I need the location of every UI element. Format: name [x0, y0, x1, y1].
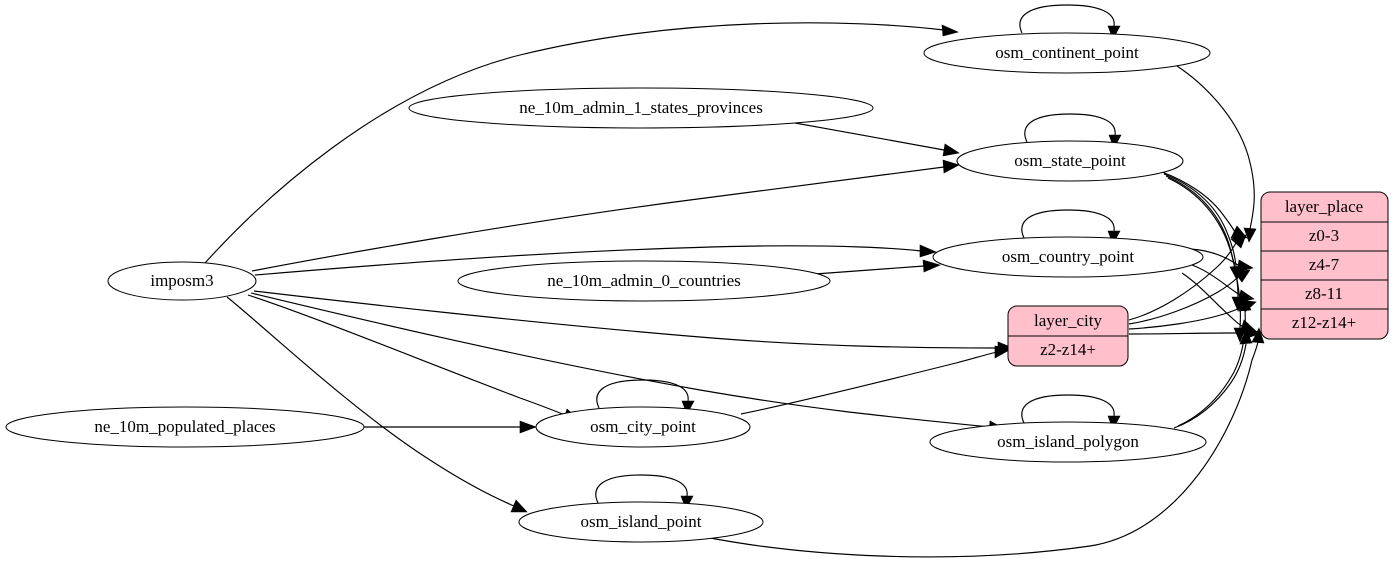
edge-osm_continent_point-to-layer_place-z0-3 [1176, 65, 1257, 243]
node-osm_country_point[interactable]: osm_country_point [932, 236, 1204, 278]
edge-layer_city-to-layer_place-z4-7 [1128, 269, 1251, 325]
record-node-layer: layer_place z0-3 z4-7 z8-11 z12-z14+ lay… [1007, 191, 1389, 367]
self-loop-osm_continent_point [1019, 4, 1121, 40]
record-node-layer_place[interactable]: layer_place z0-3 z4-7 z8-11 z12-z14+ [1260, 191, 1389, 340]
node-osm_continent_point[interactable]: osm_continent_point [923, 32, 1211, 74]
edge-imposm3-to-osm_state_point [251, 159, 960, 272]
node-osm_island_point[interactable]: osm_island_point [518, 501, 764, 543]
node-imposm3[interactable]: imposm3 [107, 261, 257, 301]
edge-ne_places-to-osm_city_point [364, 420, 537, 434]
edge-ne_countries-to-osm_country_point [814, 259, 941, 275]
record-node-layer_city[interactable]: layer_city z2-z14+ [1007, 305, 1129, 367]
node-osm_island_polygon[interactable]: osm_island_polygon [929, 421, 1207, 463]
edge-layer_city-to-layer_place-z0-3 [1128, 234, 1247, 321]
edge-ne_states-to-osm_state_point [794, 122, 960, 157]
node-osm_state_point[interactable]: osm_state_point [956, 140, 1184, 182]
node-layer: imposm3 ne_10m_admin_1_states_provinces … [5, 32, 1211, 543]
edge-osm_island_polygon-to-layer_place-z12 [1173, 329, 1253, 429]
node-ne_10m_populated_places[interactable]: ne_10m_populated_places [5, 406, 365, 448]
self-loop-osm_island_point [595, 474, 694, 510]
edge-imposm3-to-osm_continent_point [204, 22, 959, 264]
self-loop-osm_city_point [596, 379, 695, 415]
node-ne_10m_admin_1_states_provinces[interactable]: ne_10m_admin_1_states_provinces [408, 87, 874, 129]
node-osm_city_point[interactable]: osm_city_point [535, 406, 751, 448]
edge-osm_city_point-to-layer_city [740, 345, 1012, 415]
edge-imposm3-to-osm_island_point [226, 296, 528, 513]
edge-imposm3-to-osm_country_point [254, 244, 937, 276]
edge-osm_country_point-to-layer_place-z4-7 [1189, 248, 1254, 273]
self-loop-osm_state_point [1024, 113, 1122, 149]
node-ne_10m_admin_0_countries[interactable]: ne_10m_admin_0_countries [457, 260, 831, 302]
edge-osm_island_point-to-layer_place-z12 [699, 327, 1265, 558]
edge-osm_island_polygon-to-layer_place-z8-11 [1177, 296, 1252, 427]
